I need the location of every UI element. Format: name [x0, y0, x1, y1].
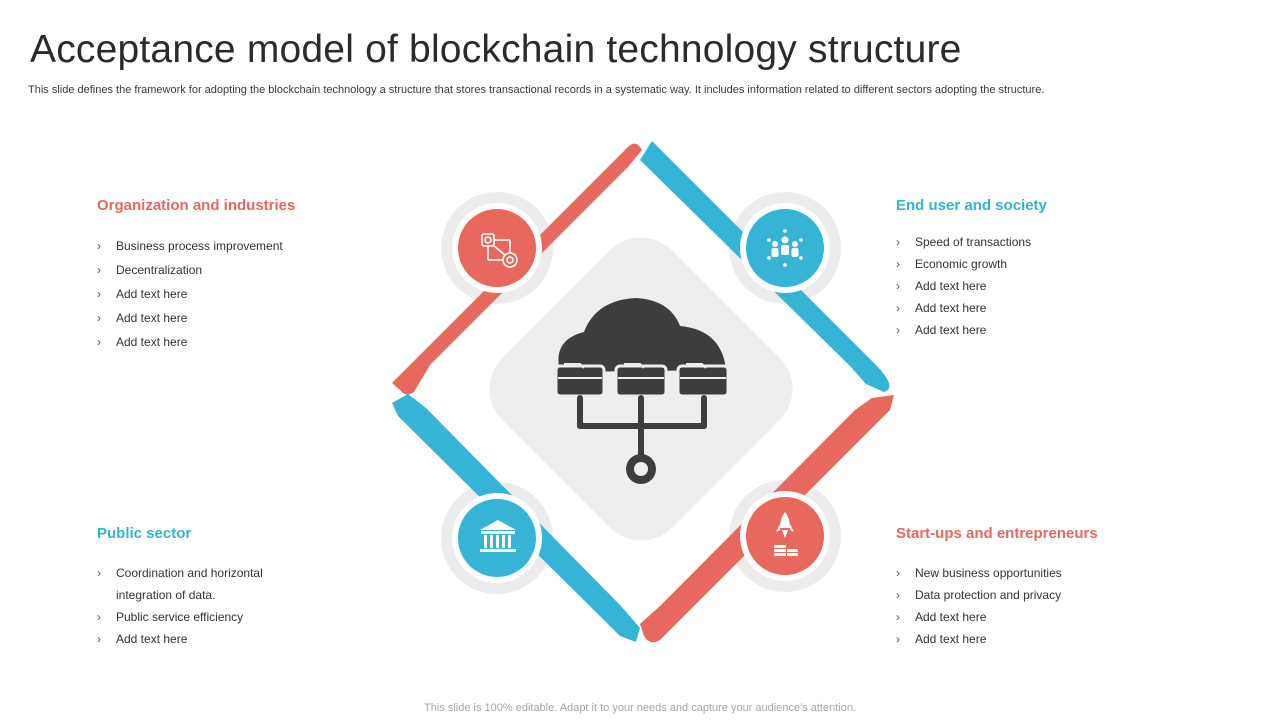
footer-note: This slide is 100% editable. Adapt it to… — [424, 702, 856, 714]
list-item: Business process improvement — [97, 234, 377, 258]
section-title: End user and society — [896, 197, 1047, 214]
section-startups-entrepreneurs: Start-ups and entrepreneurs New business… — [896, 525, 1196, 650]
list-item: New business opportunities — [896, 562, 1196, 584]
list-item: Add text here — [97, 306, 377, 330]
section-title: Organization and industries — [97, 197, 296, 214]
section-title: Public sector — [97, 525, 192, 542]
list-item: Data protection and privacy — [896, 584, 1196, 606]
network-nodes-icon — [481, 233, 518, 268]
list-item: Coordination and horizontal integration … — [97, 562, 287, 606]
list-item: Add text here — [97, 628, 287, 650]
list-item: Add text here — [896, 319, 1196, 341]
list-item: Public service efficiency — [97, 606, 287, 628]
page-title: Acceptance model of blockchain technolog… — [30, 28, 962, 71]
page-subtitle: This slide defines the framework for ado… — [28, 84, 1045, 96]
list-item: Add text here — [97, 282, 377, 306]
list-item: Economic growth — [896, 253, 1196, 275]
section-end-user-society: End user and society Speed of transactio… — [896, 197, 1196, 341]
list-item: Add text here — [896, 628, 1196, 650]
section-public-sector: Public sector Coordination and horizonta… — [97, 525, 357, 650]
section-organization-industries: Organization and industries Business pro… — [97, 197, 377, 354]
list-item: Add text here — [896, 275, 1196, 297]
list-item: Add text here — [896, 297, 1196, 319]
cloud-storage-network-icon — [554, 298, 730, 484]
list-item: Add text here — [896, 606, 1196, 628]
people-group-icon — [767, 229, 803, 267]
government-building-icon — [480, 520, 516, 552]
rocket-coins-icon — [774, 512, 798, 556]
list-item: Decentralization — [97, 258, 377, 282]
section-title: Start-ups and entrepreneurs — [896, 525, 1098, 542]
list-item: Add text here — [97, 330, 377, 354]
list-item: Speed of transactions — [896, 231, 1196, 253]
